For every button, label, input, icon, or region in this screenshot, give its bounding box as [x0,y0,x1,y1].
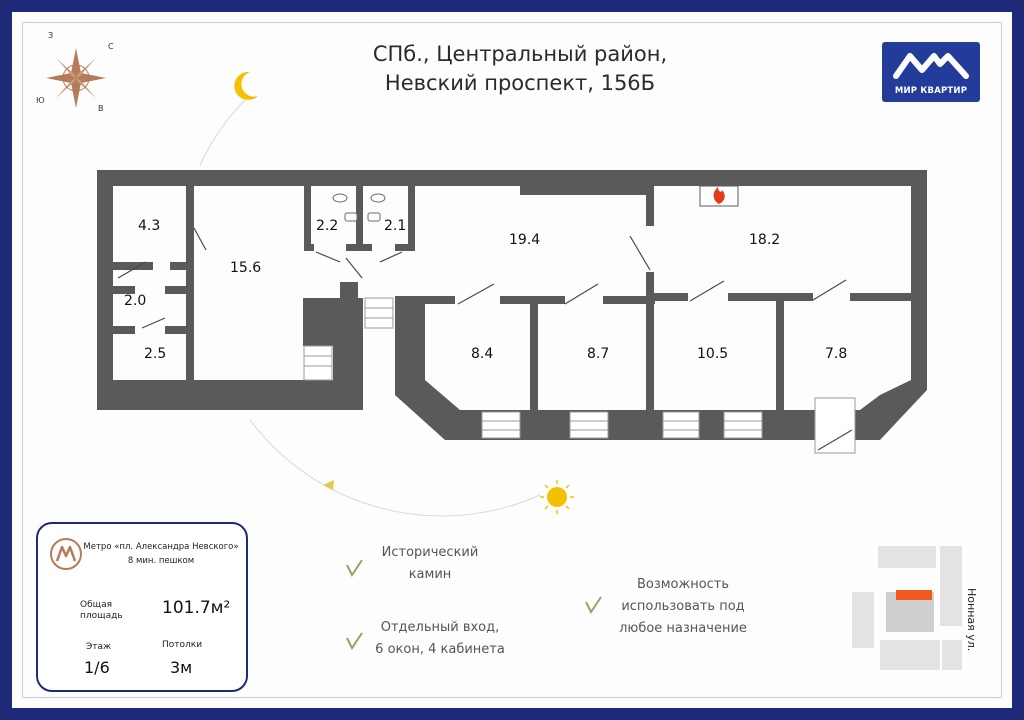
room-area-label: 2.2 [316,218,339,234]
room-area-label: 10.5 [697,346,729,362]
metro-name: Метро «пл. Александра Невского» [83,542,239,552]
room-area-label: 18.2 [749,232,781,248]
compass-south-label: Ю [36,96,45,105]
feature-entrance: Отдельный вход, 6 окон, 4 кабинета [375,620,505,657]
feature-fireplace: Исторический камин [381,545,479,582]
checkmark-icon [346,632,363,650]
room-area-label: 19.4 [509,232,541,248]
logo-text: МИР КВАРТИР [894,86,968,96]
address-line-2: Невский проспект, 156Б [384,71,656,95]
brand-logo: МИР КВАРТИР [882,42,980,102]
total-area-label: Общая площадь [80,600,123,621]
sun-icon [540,480,574,514]
metro-walk-time: 8 мин. пешком [127,556,195,566]
compass-north-label: С [108,42,114,51]
room-area-label: 2.0 [124,293,147,309]
room-area-label: 8.7 [587,346,610,362]
location-minimap [852,546,962,670]
metro-icon [50,538,82,570]
room-area-label: 7.8 [825,346,848,362]
ceiling-value: 3м [170,658,193,677]
street-label: Нонная ул. [965,588,978,652]
room-area-label: 4.3 [138,218,161,234]
compass-west-label: З [48,31,54,40]
ceiling-label: Потолки [162,640,203,650]
fireplace-icon [713,187,725,204]
room-area-label: 15.6 [230,260,262,276]
room-area-label: 2.1 [384,218,407,234]
arrow-icon [323,480,334,490]
address-title: СПб., Центральный район, Невский проспек… [320,40,720,98]
floor-label: Этаж [86,642,112,652]
room-area-label: 8.4 [471,346,494,362]
floor-value: 1/6 [84,658,110,677]
feature-purpose: Возможность использовать под любое назна… [619,577,747,636]
compass-east-label: В [98,104,104,113]
logo-mark-icon [893,53,969,79]
checkmark-icon [346,559,363,577]
address-line-1: СПб., Центральный район, [372,42,668,66]
room-area-label: 2.5 [144,346,167,362]
moon-icon [234,71,258,100]
info-card: Метро «пл. Александра Невского» 8 мин. п… [36,522,248,692]
checkmark-icon [585,596,602,614]
total-area-value: 101.7м² [162,598,231,618]
inner-border [22,22,1002,698]
